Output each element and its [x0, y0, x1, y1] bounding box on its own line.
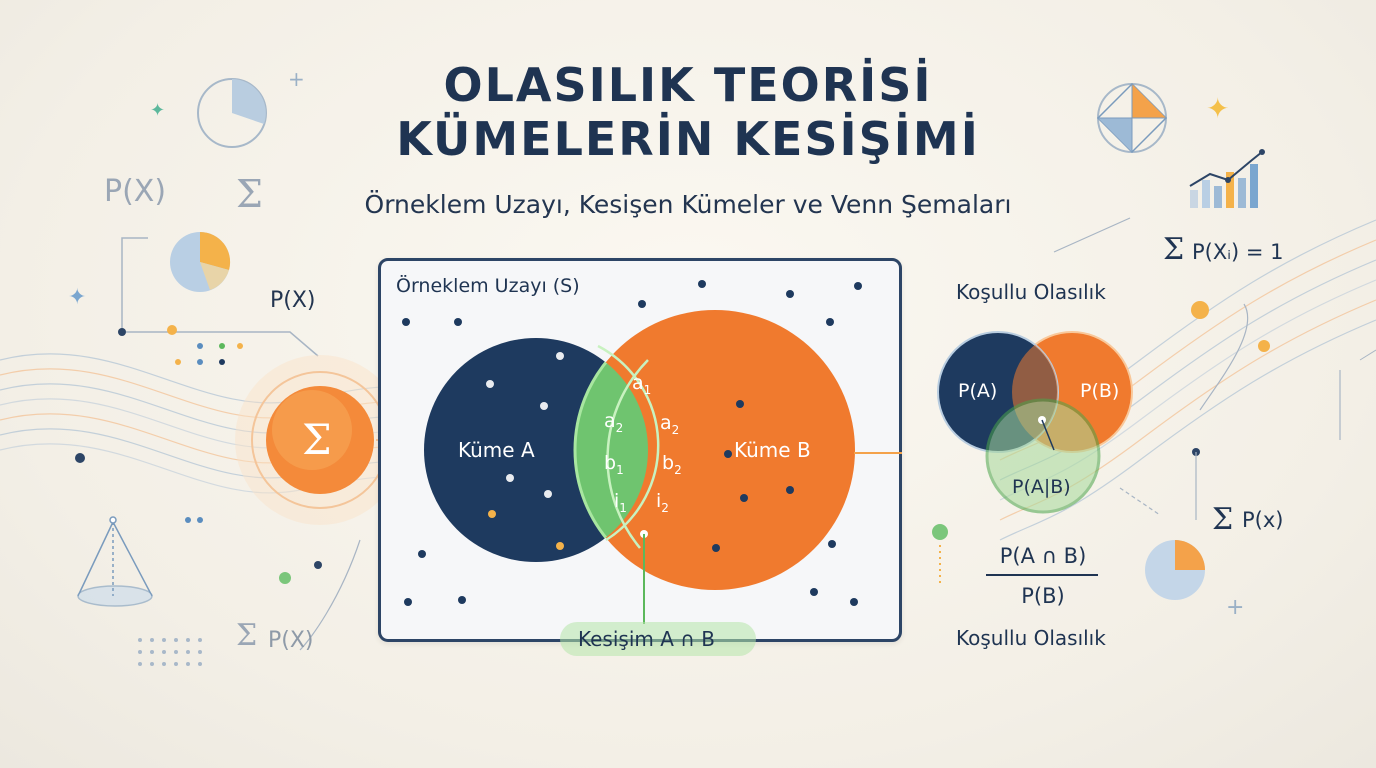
p-b-label: P(B)	[1080, 380, 1120, 402]
p-a-label: P(A)	[958, 380, 998, 402]
px-label-top: P(X)	[104, 174, 167, 209]
px-label-bottom: P(X)	[268, 628, 314, 653]
sigma-symbol-bottom: Σ	[236, 618, 258, 653]
intersection-caption: Kesişim A ∩ B	[578, 627, 715, 651]
p-a-given-b-circle	[985, 398, 1101, 514]
page-title-line-1: OLASILIK TEORİSİ	[443, 58, 933, 112]
svg-text:✦: ✦	[150, 100, 165, 121]
element-a2-right: a2	[660, 412, 680, 437]
conditional-title: Koşullu Olasılık	[956, 280, 1106, 304]
fraction-numerator: P(A ∩ B)	[999, 544, 1087, 568]
bar-chart-icon	[1189, 149, 1265, 208]
p-a-given-b-label: P(A|B)	[1012, 476, 1071, 498]
sample-space-label: Örneklem Uzayı (S)	[396, 275, 580, 297]
pie-chart-icon-2	[170, 231, 231, 292]
svg-text:✦: ✦	[68, 285, 86, 310]
svg-text:✦: ✦	[1206, 92, 1229, 125]
element-a1: a1	[632, 372, 652, 397]
cone-icon	[77, 516, 153, 607]
sigma-orb-symbol: Σ	[302, 415, 332, 464]
element-i2: i2	[656, 490, 669, 515]
set-b-circle	[575, 310, 855, 590]
fraction-bar	[986, 574, 1098, 576]
intersection-caption-glow	[560, 622, 756, 656]
sigma-symbol-right-top: Σ	[1163, 232, 1185, 267]
svg-text:+: +	[288, 67, 305, 91]
element-a2-left: a2	[604, 410, 624, 435]
page-subtitle: Örneklem Uzayı, Kesişen Kümeler ve Venn …	[364, 190, 1012, 219]
geometry-icon	[1096, 82, 1168, 154]
set-a-label: Küme A	[458, 438, 535, 462]
venn-diagram	[402, 280, 902, 624]
pie-chart-icon-3	[1145, 540, 1205, 600]
element-b2: b2	[662, 452, 682, 477]
svg-text:+: +	[1226, 595, 1244, 620]
pie-chart-icon	[197, 78, 267, 148]
sigma-orb	[235, 355, 405, 525]
sum-equation-right-bottom: P(x)	[1242, 508, 1284, 532]
element-i1: i1	[614, 490, 627, 515]
page-title-line-2: KÜMELERİN KESİŞİMİ	[396, 112, 980, 166]
conditional-bottom-label: Koşullu Olasılık	[956, 626, 1106, 650]
conditional-venn	[937, 331, 1133, 514]
fraction-denominator: P(B)	[1021, 584, 1065, 608]
set-b-label: Küme B	[734, 438, 811, 462]
element-b1: b1	[604, 452, 624, 477]
sum-equation-right-top: P(Xᵢ) = 1	[1192, 240, 1284, 264]
sigma-symbol-top: Σ	[236, 172, 263, 216]
sigma-symbol-right-bottom: Σ	[1212, 502, 1234, 537]
px-label-middle: P(X)	[270, 288, 316, 313]
